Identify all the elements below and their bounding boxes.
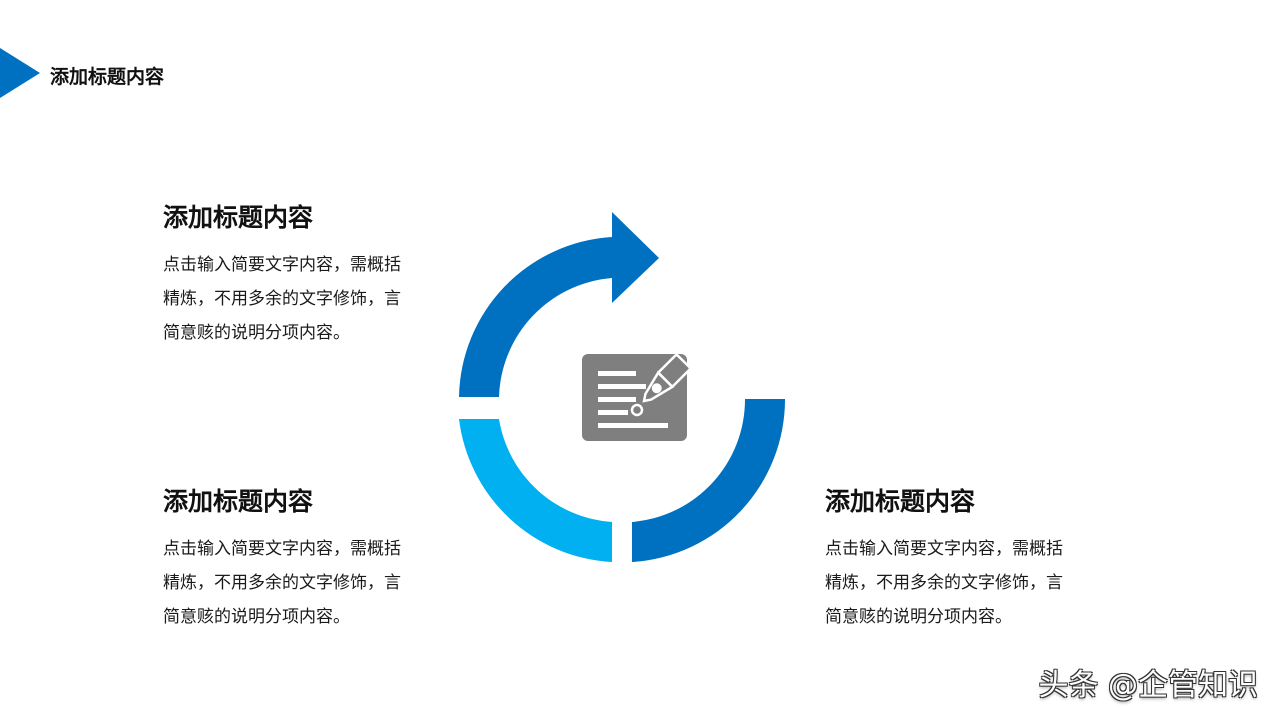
header-title: 添加标题内容 xyxy=(50,66,165,88)
cycle-segment-bottom-left xyxy=(459,419,612,562)
cycle-diagram xyxy=(459,212,786,562)
block-body: 点击输入简要文字内容，需概括 精炼，不用多余的文字修饰，言 简意赅的说明分项内容… xyxy=(163,255,401,343)
block-title: 添加标题内容 xyxy=(825,487,976,516)
cycle-segment-right xyxy=(632,399,786,562)
block-top-left: 添加标题内容 点击输入简要文字内容，需概括 精炼，不用多余的文字修饰，言 简意赅… xyxy=(163,202,443,350)
block-bottom-left: 添加标题内容 点击输入简要文字内容，需概括 精炼，不用多余的文字修饰，言 简意赅… xyxy=(163,486,443,634)
block-title: 添加标题内容 xyxy=(163,487,314,516)
corner-triangle-mark xyxy=(0,48,40,98)
block-bottom-right: 添加标题内容 点击输入简要文字内容，需概括 精炼，不用多余的文字修饰，言 简意赅… xyxy=(825,486,1105,634)
watermark-text: 头条 @企管知识 xyxy=(1038,668,1258,703)
block-body: 点击输入简要文字内容，需概括 精炼，不用多余的文字修饰，言 简意赅的说明分项内容… xyxy=(825,539,1063,627)
block-body: 点击输入简要文字内容，需概括 精炼，不用多余的文字修饰，言 简意赅的说明分项内容… xyxy=(163,539,401,627)
cycle-segment-top-left xyxy=(459,212,659,397)
block-title: 添加标题内容 xyxy=(163,203,314,232)
document-pen-icon xyxy=(582,353,692,441)
